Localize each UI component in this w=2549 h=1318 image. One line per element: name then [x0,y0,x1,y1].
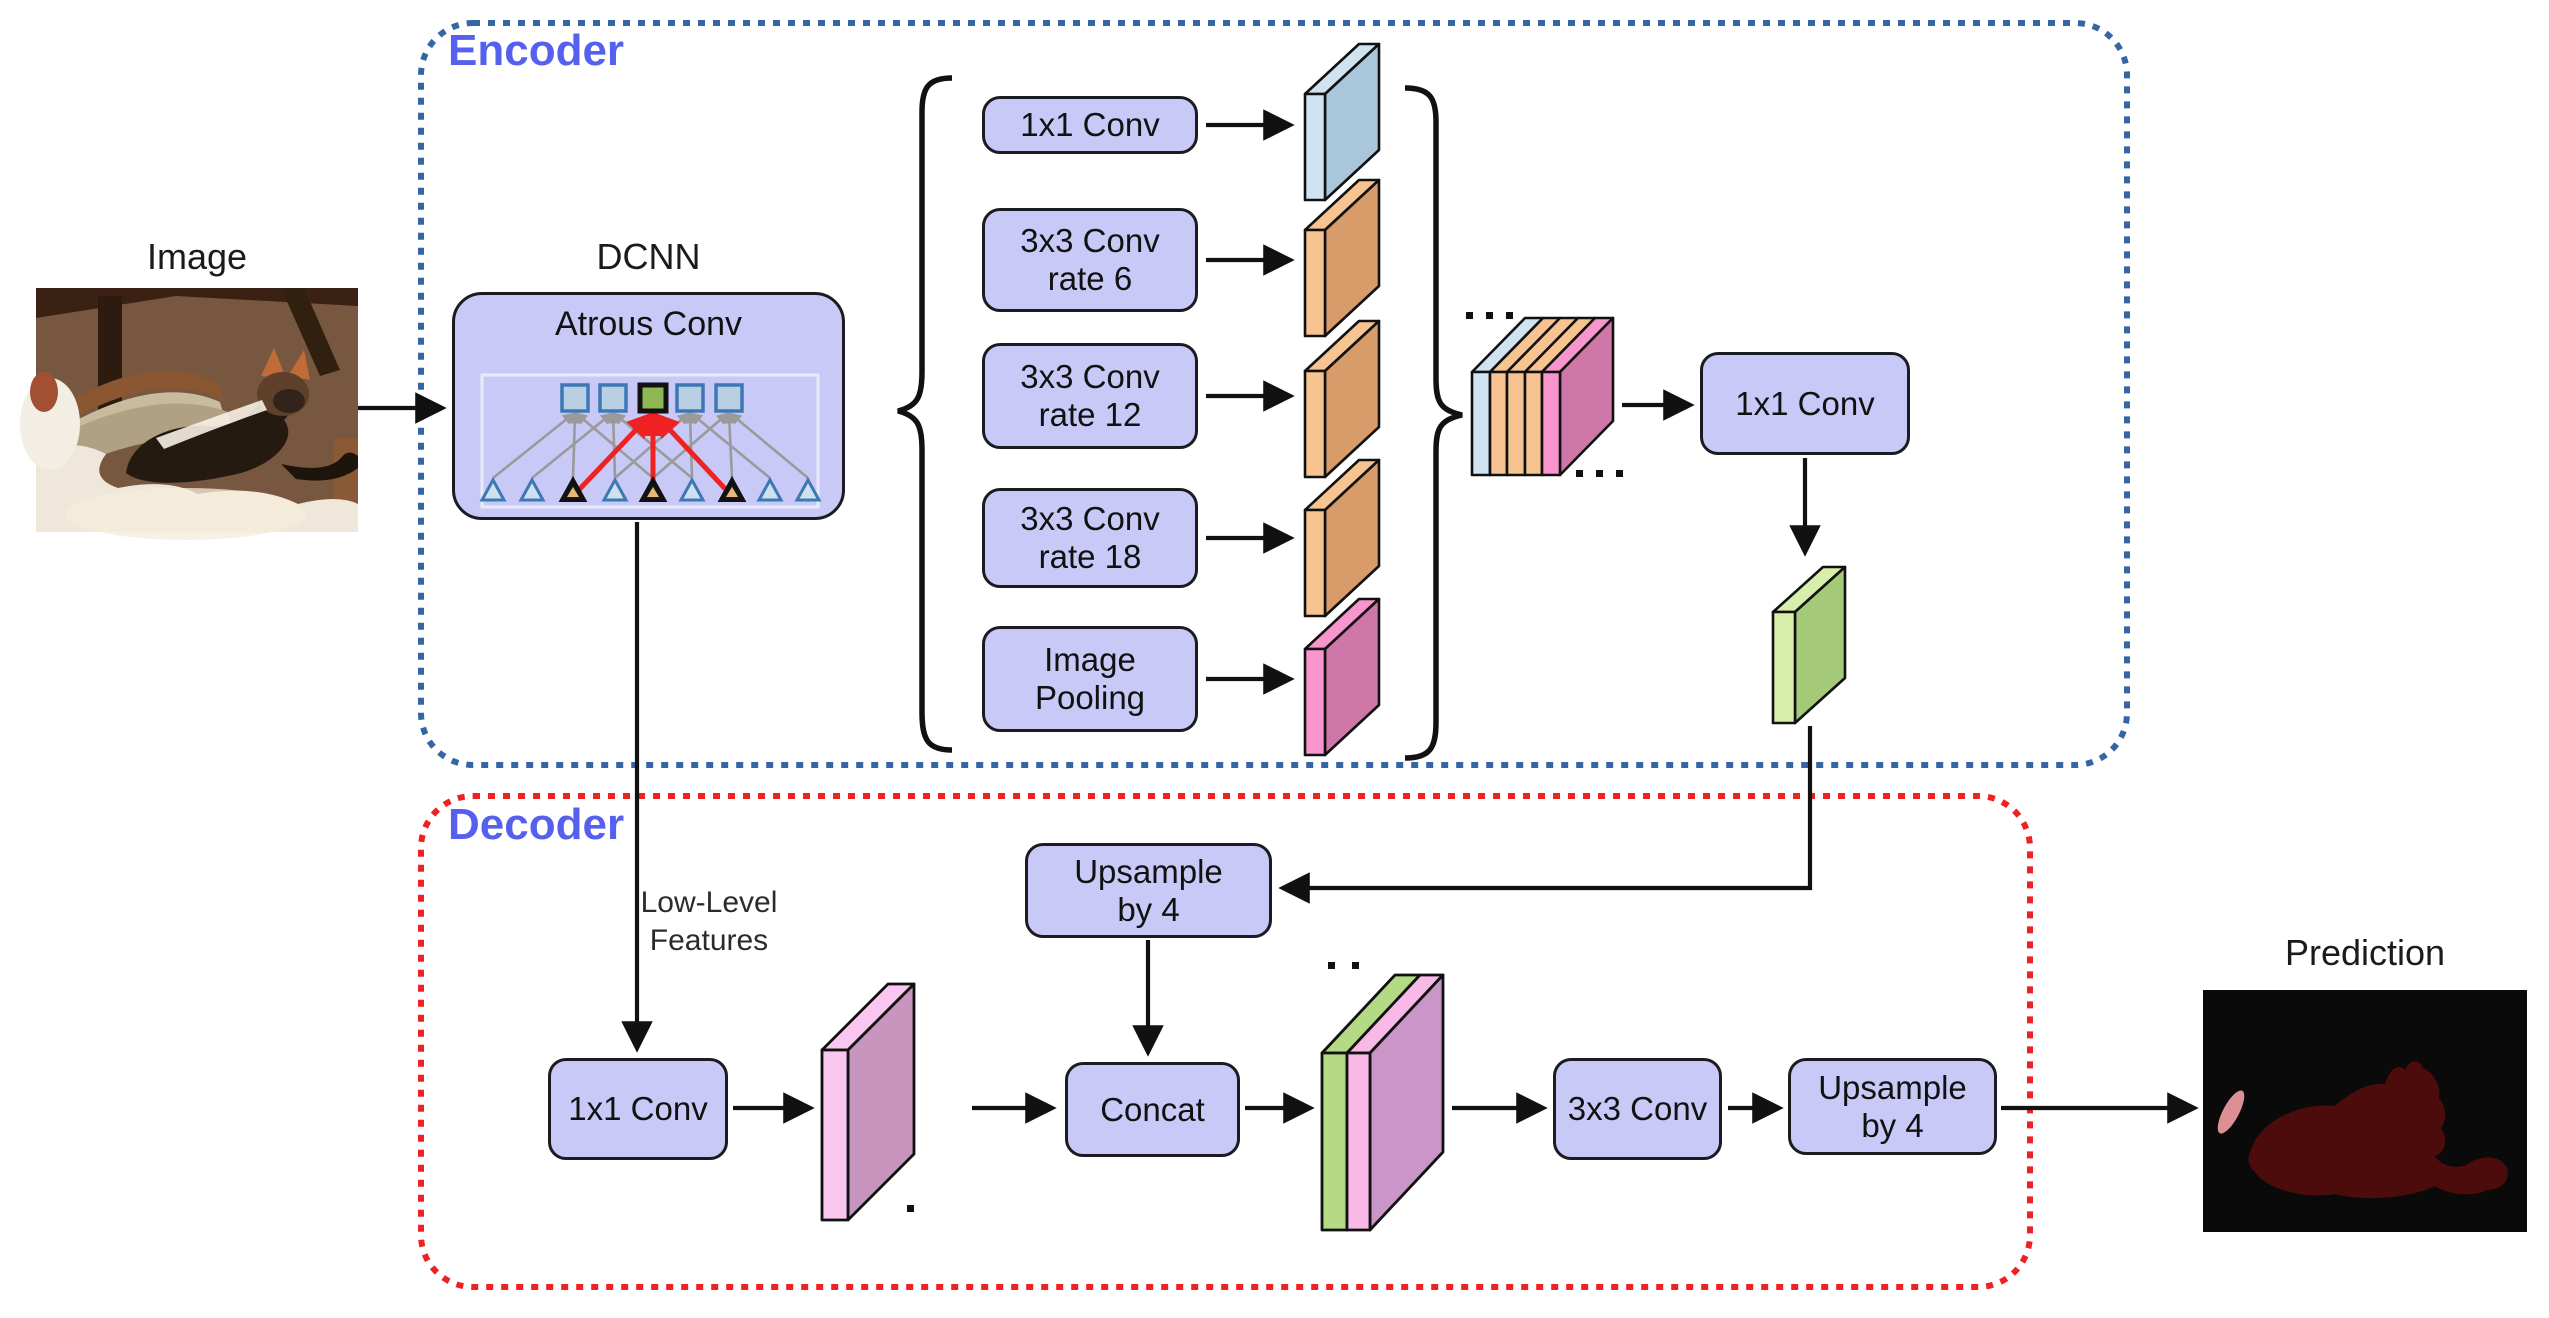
feature-map-rate18 [1303,458,1381,618]
upsample-top-line1: Upsample [1074,852,1223,890]
aspp-pooling-line2: Pooling [1034,679,1146,716]
aspp-1x1-conv-text: 1x1 Conv [1020,106,1160,144]
aspp-rate6-line1: 3x3 Conv [1020,222,1160,260]
arrow-green-to-upsample [1278,726,1813,904]
feature-map-rate6 [1303,178,1381,338]
aspp-feature-maps [1303,42,1381,757]
input-photo [20,288,358,540]
upsample-out-line2: by 4 [1861,1106,1924,1144]
aspp-rate18-line1: 3x3 Conv [1020,500,1160,538]
decoder-concat-stack [1320,973,1445,1232]
aspp-3x3-rate12-box: 3x3 Conv rate 12 [982,343,1198,449]
concatenated-feature-stack [1470,316,1615,477]
right-brace [1404,85,1463,761]
low-level-line1: Low-Level [640,886,778,919]
aspp-pooling-line1: Image [1044,641,1136,679]
aspp-rate6-line2: rate 6 [1047,260,1133,297]
aspp-3x3-rate18-box: 3x3 Conv rate 18 [982,488,1198,588]
encoder-output-feature-map [1771,565,1847,725]
low-level-features-label: Low-Level Features [598,884,820,961]
aspp-rate12-line1: 3x3 Conv [1020,358,1160,396]
encoder-projection-1x1-conv-box: 1x1 Conv [1700,352,1910,455]
atrous-conv-label: Atrous Conv [554,305,743,343]
decoder-3x3-conv-text: 3x3 Conv [1567,1090,1708,1128]
decoder-concat-box: Concat [1065,1062,1240,1157]
encoder-title: Encoder [448,26,625,75]
dcnn-box: Atrous Conv [452,292,845,520]
aspp-image-pooling-box: Image Pooling [982,626,1198,732]
aspp-rate12-line2: rate 12 [1038,396,1142,433]
decoder-1x1-conv-box: 1x1 Conv [548,1058,728,1160]
upsample-out-line1: Upsample [1818,1068,1967,1106]
decoder-upsample4-box: Upsample by 4 [1025,843,1272,938]
low-level-feature-map [820,982,916,1222]
decoder-title: Decoder [448,800,625,849]
prediction-mask [2203,990,2527,1232]
dcnn-label: DCNN [596,236,701,277]
feature-map-pooling [1303,597,1381,757]
aspp-3x3-rate6-box: 3x3 Conv rate 6 [982,208,1198,312]
stack-ellipsis-dots [1466,312,1623,477]
low-level-line2: Features [649,924,769,958]
decoder-1x1-conv-text: 1x1 Conv [568,1090,708,1128]
upsample-top-line2: by 4 [1117,890,1180,928]
feature-map-1x1 [1303,42,1381,202]
encoder-projection-text: 1x1 Conv [1735,384,1875,422]
decoder-3x3-conv-box: 3x3 Conv [1553,1058,1722,1160]
aspp-1x1-conv-box: 1x1 Conv [982,96,1198,154]
left-brace [897,75,953,753]
prediction-label: Prediction [2284,932,2446,973]
feature-map-rate12 [1303,319,1381,479]
decoder-concat-text: Concat [1100,1090,1205,1128]
input-image-label: Image [146,236,248,277]
aspp-rate18-line2: rate 18 [1038,538,1142,575]
decoder-upsample4-out-box: Upsample by 4 [1788,1058,1997,1155]
